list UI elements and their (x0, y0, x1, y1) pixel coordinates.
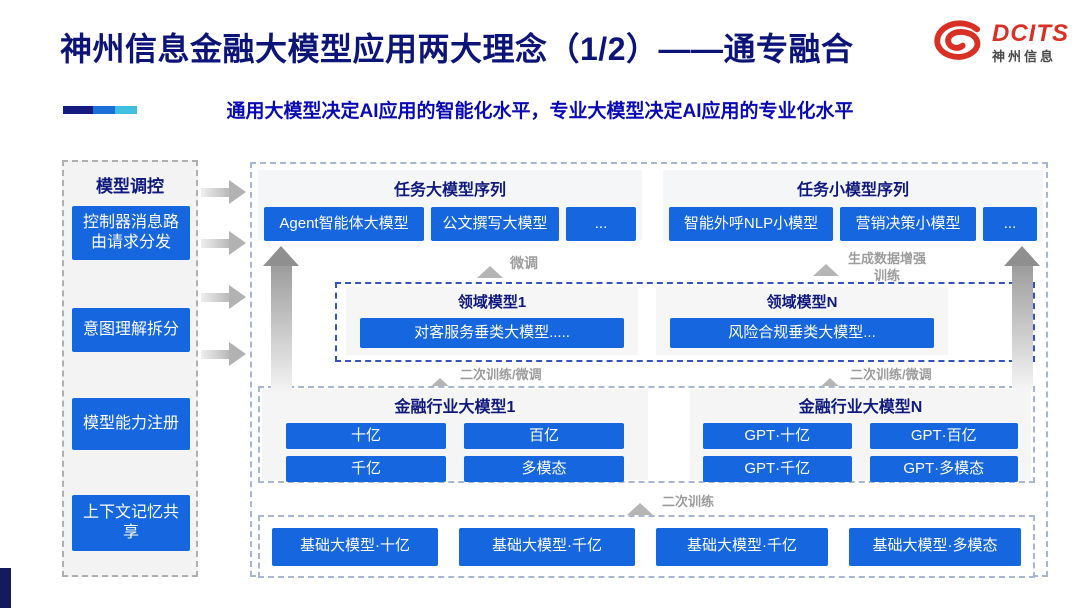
sidebar-header: 模型调控 (96, 177, 164, 196)
right-arrow-icon (201, 231, 247, 255)
model-box-gpt-100b: GPT·千亿 (703, 456, 852, 482)
section-title: 任务小模型序列 (796, 182, 909, 199)
big-up-arrow-icon (1004, 246, 1040, 390)
arrow-head (229, 342, 246, 366)
model-control-sidebar: 模型调控 控制器消息路由请求分发 意图理解拆分 模型能力注册 上下文记忆共享 (62, 160, 198, 577)
logo-brand: DCITS (992, 19, 1069, 47)
task-large-model-section: 任务大模型序列 Agent智能体大模型 公文撰写大模型 ... (258, 170, 642, 241)
big-up-arrow-icon (263, 246, 299, 394)
dcits-logo: DCITS 神州信息 (930, 18, 1069, 66)
industry-model-n-grid: GPT·十亿 GPT·百亿 GPT·千亿 GPT·多模态 (703, 423, 1018, 482)
sidebar-item-router: 控制器消息路由请求分发 (72, 206, 190, 260)
task-small-row: 智能外呼NLP小模型 营销决策小模型 ... (663, 207, 1043, 241)
label-gen-data-training: 生成数据增强 训练 (840, 250, 934, 284)
arrow-shaft (201, 293, 229, 302)
industry-model-1-grid: 十亿 百亿 千亿 多模态 (286, 423, 624, 482)
domain-model-1-section: 领域模型1 对客服务垂类大模型..... (346, 287, 638, 355)
model-box-outbound-nlp: 智能外呼NLP小模型 (669, 207, 833, 241)
title-accent-bar (63, 106, 137, 114)
label-retrain-finetune-right: 二次训练/微调 (850, 367, 932, 382)
base-model-multimodal: 基础大模型·多模态 (849, 527, 1021, 566)
label-retrain-finetune-left: 二次训练/微调 (460, 367, 542, 382)
model-box-marketing: 营销决策小模型 (840, 207, 976, 241)
page-title: 神州信息金融大模型应用两大理念（1/2）——通专融合 (60, 31, 854, 67)
sidebar-item-context: 上下文记忆共享 (72, 495, 190, 551)
model-box-risk-compliance: 风险合规垂类大模型... (670, 318, 934, 348)
arrow-shaft (201, 188, 229, 197)
task-large-row: Agent智能体大模型 公文撰写大模型 ... (258, 207, 642, 241)
model-box-10b: 百亿 (464, 423, 624, 449)
base-model-100b-b: 基础大模型·千亿 (656, 527, 828, 566)
arrow-head (1004, 246, 1040, 266)
label-retrain: 二次训练 (662, 494, 715, 509)
accent-segment-navy (63, 106, 93, 114)
label-fine-tune: 微调 (510, 255, 538, 271)
up-arrow-icon (427, 361, 453, 390)
arrow-head (229, 285, 246, 309)
accent-segment-cyan (115, 106, 137, 114)
right-arrow-icon (201, 285, 247, 309)
section-title: 任务大模型序列 (393, 182, 506, 199)
model-box-gpt-10b: GPT·百亿 (869, 423, 1018, 449)
task-small-model-section: 任务小模型序列 智能外呼NLP小模型 营销决策小模型 ... (663, 170, 1043, 241)
arrow-head (229, 231, 246, 255)
subtitle: 通用大模型决定AI应用的智能化水平，专业大模型决定AI应用的专业化水平 (226, 101, 854, 122)
model-box-agent: Agent智能体大模型 (264, 207, 424, 241)
up-arrow-icon (813, 247, 839, 276)
right-arrow-icon (201, 342, 247, 366)
model-box-ellipsis: ... (983, 207, 1037, 241)
model-box-document-writing: 公文撰写大模型 (431, 207, 559, 241)
section-title: 领域模型N (766, 294, 838, 311)
right-arrow-icon (201, 180, 247, 204)
corner-accent-bar (0, 568, 11, 608)
arrow-head (813, 247, 839, 276)
model-box-multimodal: 多模态 (464, 456, 624, 482)
logo-brand-cn: 神州信息 (992, 48, 1057, 64)
model-box-ellipsis: ... (566, 207, 636, 241)
logo-text: DCITS 神州信息 (992, 19, 1069, 64)
base-models-panel: 基础大模型·十亿 基础大模型·千亿 基础大模型·千亿 基础大模型·多模态 (258, 515, 1035, 578)
accent-segment-blue (93, 106, 115, 114)
up-arrow-icon (817, 361, 843, 390)
base-model-100b-a: 基础大模型·千亿 (459, 527, 635, 566)
base-model-1b: 基础大模型·十亿 (272, 527, 438, 566)
section-title: 金融行业大模型1 (394, 399, 516, 416)
section-title: 金融行业大模型N (798, 399, 923, 416)
model-box-1b: 十亿 (286, 423, 446, 449)
arrow-shaft (201, 350, 229, 359)
arrow-shaft (201, 239, 229, 248)
label-line: 训练 (873, 268, 900, 283)
arrow-head (263, 246, 299, 266)
arrow-head (627, 486, 653, 515)
sidebar-item-register: 模型能力注册 (72, 398, 190, 450)
model-box-gpt-multimodal: GPT·多模态 (869, 456, 1018, 482)
dcits-swirl-icon (934, 20, 981, 60)
up-arrow-icon (627, 486, 653, 515)
up-arrow-icon (477, 249, 503, 278)
model-box-100b: 千亿 (286, 456, 446, 482)
industry-model-n-section: 金融行业大模型N GPT·十亿 GPT·百亿 GPT·千亿 GPT·多模态 (690, 389, 1031, 482)
arrow-head (229, 180, 246, 204)
arrow-shaft (270, 266, 292, 394)
arrow-head (477, 249, 503, 278)
model-box-customer-service: 对客服务垂类大模型..... (360, 318, 624, 348)
industry-model-1-section: 金融行业大模型1 十亿 百亿 千亿 多模态 (262, 389, 648, 482)
domain-model-n-section: 领域模型N 风险合规垂类大模型... (656, 287, 948, 355)
sidebar-item-intent: 意图理解拆分 (72, 308, 190, 352)
section-title: 领域模型1 (457, 294, 527, 311)
arrow-shaft (1011, 266, 1033, 390)
model-box-gpt-1b: GPT·十亿 (703, 423, 852, 449)
label-line: 生成数据增强 (847, 251, 926, 266)
